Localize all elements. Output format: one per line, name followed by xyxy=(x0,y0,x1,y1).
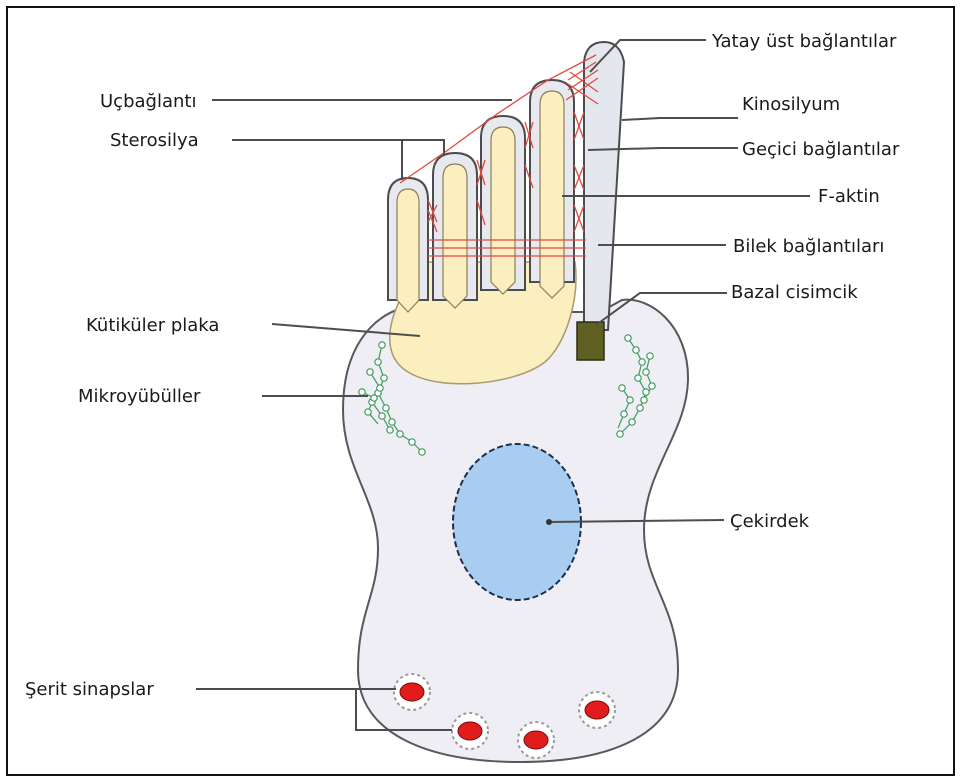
synapse xyxy=(579,692,615,728)
basal-body xyxy=(577,322,604,360)
stereocilium xyxy=(397,189,419,312)
label-kutikuler: Kütiküler plaka xyxy=(86,315,219,336)
label-bazal: Bazal cisimcik xyxy=(731,282,858,303)
stereocilium xyxy=(443,164,467,308)
label-sterosilya: Sterosilya xyxy=(110,130,199,151)
synapse xyxy=(452,713,488,749)
synapse xyxy=(518,722,554,758)
stereocilium xyxy=(540,91,564,298)
label-ucbaglanti: Uçbağlantı xyxy=(100,91,196,112)
label-cekirdek: Çekirdek xyxy=(730,511,810,532)
leader-dot-cekirdek xyxy=(546,519,552,525)
label-faktin: F-aktin xyxy=(818,186,880,207)
label-yatay-ust: Yatay üst bağlantılar xyxy=(711,31,897,52)
label-mikroyubuller: Mikroyübüller xyxy=(78,386,201,407)
stereocilium xyxy=(491,127,515,294)
label-gecici: Geçici bağlantılar xyxy=(742,139,900,160)
label-kinosilyum: Kinosilyum xyxy=(742,94,840,115)
label-serit: Şerit sinapslar xyxy=(25,679,154,700)
synapse xyxy=(394,674,430,710)
label-bilek: Bilek bağlantıları xyxy=(733,236,884,257)
